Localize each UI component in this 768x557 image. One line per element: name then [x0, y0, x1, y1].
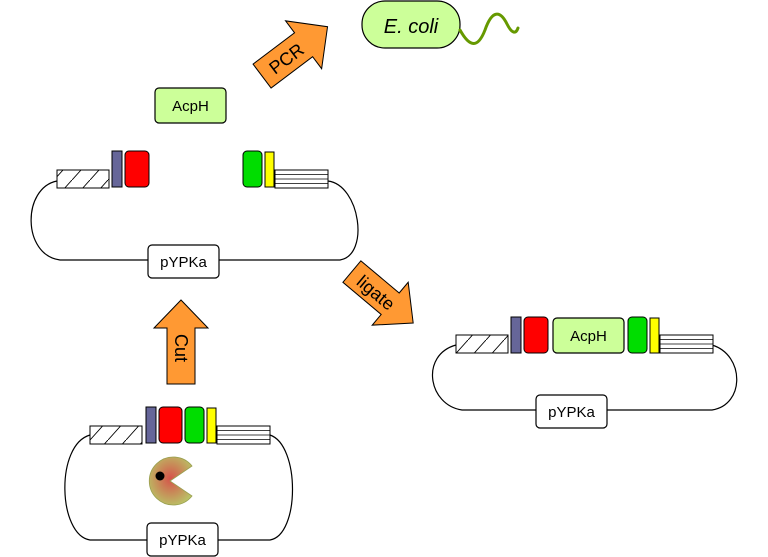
acph-insert-label: AcpH: [172, 98, 209, 115]
terminator-block: [216, 425, 271, 445]
blue-block: [145, 406, 157, 444]
vector-label-box: [146, 522, 219, 557]
acph-insert-box: [552, 317, 625, 354]
ecoli-cell: E. coli: [361, 0, 520, 49]
vector-label-box: [535, 394, 608, 429]
terminator-block: [274, 169, 329, 189]
blue-block: [510, 316, 522, 354]
restriction-enzyme-icon: [148, 456, 193, 506]
cut-arrow-shape: [152, 299, 210, 385]
cut-vector: pYPKa: [30, 150, 359, 279]
promoter-hatch: [456, 335, 508, 353]
promoter-hatch: [57, 170, 109, 188]
red-block: [124, 150, 150, 188]
ligate-arrow-shape: [342, 260, 414, 326]
cut-arrow: Cut: [152, 299, 210, 385]
yellow-block: [206, 407, 217, 444]
original-vector: pYPKa: [64, 406, 293, 557]
promoter-hatch: [90, 426, 142, 444]
vector-label: pYPKa: [160, 254, 207, 271]
green-block: [184, 406, 205, 444]
ecoli-body: [361, 0, 461, 49]
green-block: [627, 316, 648, 354]
ligated-vector-backbone: [432, 344, 738, 411]
pcr-arrow: PCR: [252, 20, 329, 89]
red-block: [523, 316, 549, 354]
yellow-block: [264, 151, 275, 188]
green-block: [242, 150, 263, 188]
ligate-arrow: ligate: [342, 260, 414, 326]
cut-label: Cut: [171, 334, 191, 362]
terminator-block: [659, 334, 714, 354]
yellow-block: [649, 317, 660, 354]
vector-label-box: [147, 244, 220, 279]
ecoli-label: E. coli: [384, 16, 439, 38]
vector-label: pYPKa: [159, 532, 206, 549]
blue-block: [111, 150, 123, 188]
acph-insert-label: AcpH: [570, 328, 607, 345]
red-block: [158, 406, 183, 444]
flagellum-icon: [458, 12, 520, 45]
acph-insert-box: [154, 87, 227, 124]
acph-insert: AcpH: [154, 87, 227, 124]
ligated-vector: AcpH pYPKa: [432, 316, 738, 429]
vector-label: pYPKa: [548, 404, 595, 421]
pcr-arrow-shape: [252, 20, 329, 89]
